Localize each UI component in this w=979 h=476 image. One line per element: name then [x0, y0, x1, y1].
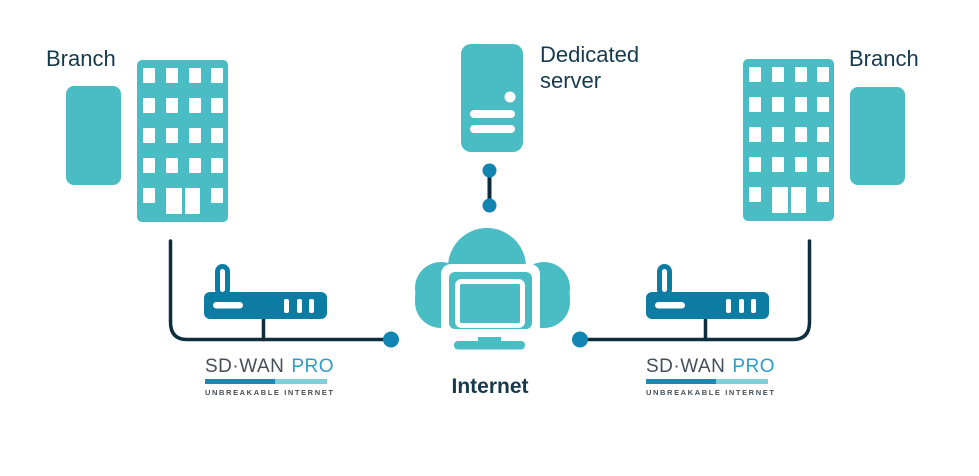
sdwan-brand-text: SD·WAN	[205, 356, 285, 377]
sdwan-logo-wordmark: SD·WAN PRO	[646, 356, 775, 377]
sdwan-logo-bar	[646, 379, 768, 384]
sdwan-logo-bar	[205, 379, 327, 384]
sdwan-logo-left: SD·WAN PRO UNBREAKABLE INTERNET	[205, 356, 335, 397]
sdwan-tagline: UNBREAKABLE INTERNET	[646, 388, 776, 397]
annex-building-icon-left	[66, 86, 121, 185]
sdwan-pro-text: PRO	[732, 356, 776, 377]
logo-bar-light-segment	[715, 379, 768, 384]
sdwan-brand-text: SD·WAN	[646, 356, 726, 377]
router-icon-right	[646, 267, 769, 320]
sdwan-logo-right: SD·WAN PRO UNBREAKABLE INTERNET	[646, 356, 776, 397]
server-link-dot-bottom-icon	[482, 198, 497, 213]
building-icon-left	[137, 60, 228, 222]
server-icon	[461, 44, 523, 152]
right-link-dot-icon	[572, 331, 588, 348]
right-branch-link-line	[586, 239, 812, 342]
sdwan-pro-text: PRO	[291, 356, 335, 377]
branch-label-right: Branch	[849, 46, 919, 71]
server-link-dot-top-icon	[482, 163, 497, 178]
connector-dots	[383, 163, 588, 348]
sdwan-tagline: UNBREAKABLE INTERNET	[205, 388, 335, 397]
left-link-dot-icon	[383, 331, 399, 348]
monitor-icon	[441, 264, 540, 337]
sdwan-logo-wordmark: SD·WAN PRO	[205, 356, 334, 377]
server-led-dot	[504, 91, 516, 103]
building-icon-right	[743, 59, 834, 221]
router-icon-left	[204, 267, 327, 320]
internet-label: Internet	[451, 375, 529, 398]
dedicated-server-label: Dedicated server	[540, 42, 640, 93]
annex-building-icon-right	[850, 87, 905, 185]
logo-bar-dark-segment	[646, 379, 716, 384]
logo-bar-dark-segment	[205, 379, 275, 384]
left-branch-link-line	[168, 239, 386, 342]
logo-bar-light-segment	[274, 379, 327, 384]
monitor-stand-base	[454, 341, 525, 350]
branch-label-left: Branch	[46, 46, 116, 71]
internet-cloud-icon	[415, 228, 570, 350]
